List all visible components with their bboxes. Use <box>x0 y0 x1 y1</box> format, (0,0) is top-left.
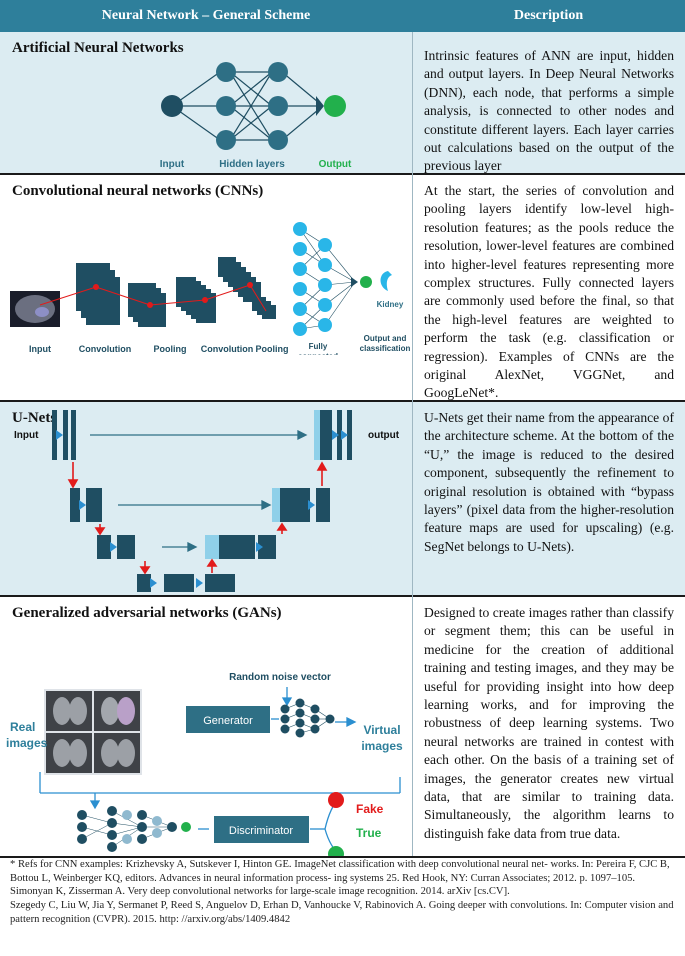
row-description: U-Nets get their name from the appearanc… <box>424 410 674 554</box>
table-header: Neural Network – General Scheme Descript… <box>0 0 685 32</box>
fc-node <box>318 278 332 292</box>
fc-node <box>318 238 332 252</box>
true-indicator <box>328 846 344 856</box>
row-gan: Generalized adversarial networks (GANs) … <box>0 597 685 856</box>
unet-diagram: Input output <box>14 410 400 592</box>
fc-node <box>318 258 332 272</box>
fc-node <box>293 302 307 316</box>
cnn-fc-label-2: connected <box>298 352 338 355</box>
header-scheme: Neural Network – General Scheme <box>101 8 311 23</box>
real-label-1: Real <box>10 720 35 734</box>
fc-node <box>293 282 307 296</box>
generator-box <box>186 706 270 733</box>
ann-hidden-node <box>268 130 288 150</box>
footnote: Simonyan K, Zisserman A. Very deep convo… <box>10 886 510 898</box>
fc-node <box>318 318 332 332</box>
row-title: U-Nets <box>12 410 57 426</box>
cnn-conv2-label: Convolution <box>201 344 254 354</box>
ann-hidden-node <box>216 96 236 116</box>
cnn-output-label-2: classification <box>360 344 411 353</box>
ann-output-label: Output <box>319 159 352 170</box>
cnn-output-node <box>360 276 372 288</box>
row-ann: Artificial Neural Networks Intrinsic fea… <box>0 32 685 173</box>
cnn-pool1-label: Pooling <box>154 344 187 354</box>
kidney-icon <box>380 271 392 291</box>
fc-node <box>318 298 332 312</box>
cnn-pool2-label: Pooling <box>256 344 289 354</box>
kidney-label: Kidney <box>377 300 404 309</box>
fc-node <box>293 322 307 336</box>
fake-indicator <box>328 792 344 808</box>
row-title: Generalized adversarial networks (GANs) <box>12 605 282 621</box>
row-title: Convolutional neural networks (CNNs) <box>12 183 264 199</box>
real-images-thumbnails <box>44 689 142 775</box>
discriminator-box <box>214 816 309 843</box>
fc-node <box>293 262 307 276</box>
true-label: True <box>356 826 382 840</box>
fc-node <box>293 222 307 236</box>
row-title: Artificial Neural Networks <box>12 40 184 56</box>
gan-diagram: Real images Random noise vector Generato… <box>6 672 403 856</box>
unet-input-label: Input <box>14 430 39 441</box>
ann-output-node <box>324 95 346 117</box>
cnn-diagram: Kidney Input Convolution Pooling Convolu… <box>10 222 411 355</box>
noise-label: Random noise vector <box>229 672 331 683</box>
ann-hidden-node <box>268 62 288 82</box>
fc-node <box>293 242 307 256</box>
fake-label: Fake <box>356 802 384 816</box>
cnn-output-label-1: Output and <box>364 334 407 343</box>
virtual-label-1: Virtual <box>363 723 400 737</box>
footnotes: * Refs for CNN examples: Krizhevsky A, S… <box>10 858 678 927</box>
footnote: Szegedy C, Liu W, Jia Y, Sermanet P, Ree… <box>10 900 674 925</box>
unet-output-label: output <box>368 430 400 441</box>
virtual-label-2: images <box>361 739 403 753</box>
ann-hidden-node <box>268 96 288 116</box>
row-description: Intrinsic features of ANN are input, hid… <box>424 48 674 174</box>
footnote: * Refs for CNN examples: Krizhevsky A, S… <box>10 859 670 884</box>
ann-diagram: Input Hidden layers Output <box>160 62 352 170</box>
ann-hidden-node <box>216 62 236 82</box>
ann-input-node <box>161 95 183 117</box>
ann-hidden-label: Hidden layers <box>219 159 285 170</box>
row-unet: U-Nets U-Nets get their name from the ap… <box>0 402 685 595</box>
cnn-fc-label-1: Fully <box>309 342 328 351</box>
discriminator-label: Discriminator <box>229 825 294 837</box>
ann-hidden-node <box>216 130 236 150</box>
cnn-input-label: Input <box>29 344 51 354</box>
header-description: Description <box>513 8 584 23</box>
ann-input-label: Input <box>160 159 185 170</box>
generator-label: Generator <box>203 715 253 727</box>
row-cnn: Convolutional neural networks (CNNs) At … <box>0 175 685 400</box>
row-description: Designed to create images rather than cl… <box>424 605 674 841</box>
real-label-2: images <box>6 736 48 750</box>
cnn-conv1-label: Convolution <box>79 344 132 354</box>
row-description: At the start, the series of convolution … <box>424 183 674 401</box>
